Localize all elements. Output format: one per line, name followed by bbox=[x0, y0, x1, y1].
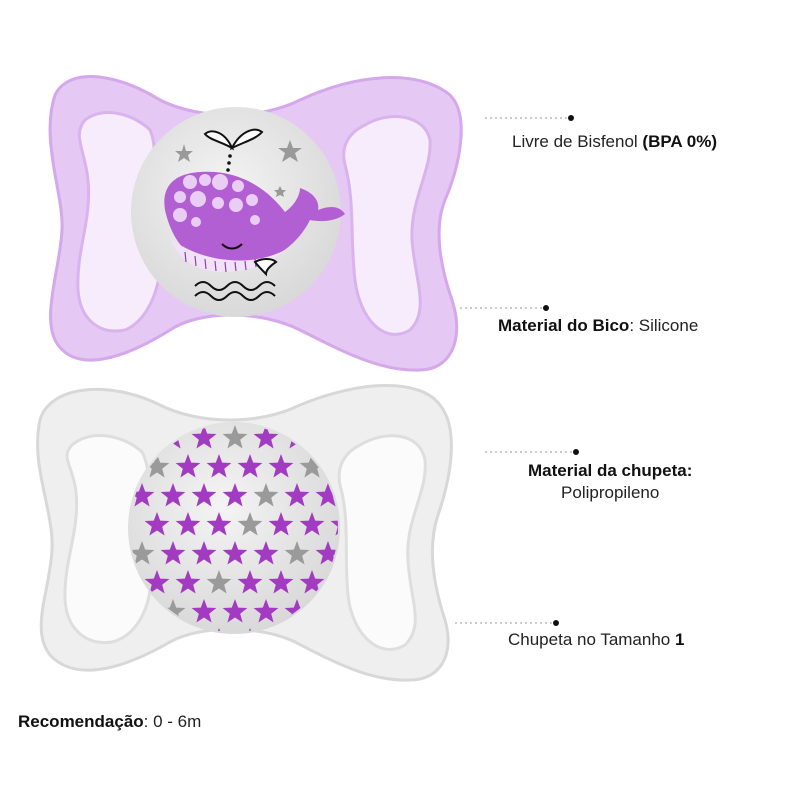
pattern-star-icon bbox=[191, 483, 217, 507]
pattern-star-icon bbox=[191, 425, 217, 449]
pattern-star-icon bbox=[191, 541, 217, 565]
feature-size-value: 1 bbox=[674, 630, 685, 649]
feature-bpa-value: (BPA 0%) bbox=[642, 132, 718, 151]
feature-nipple-value: : Silicone bbox=[629, 316, 699, 335]
pattern-star-icon bbox=[268, 570, 294, 594]
purple-shield-inner-left bbox=[76, 111, 163, 333]
pattern-star-icon bbox=[315, 541, 338, 565]
pattern-star-icon bbox=[175, 512, 201, 536]
feature-pacifier-material: Material da chupeta: Polipropileno bbox=[528, 460, 692, 504]
pattern-star-icon bbox=[222, 425, 248, 449]
pattern-star-icon bbox=[191, 599, 217, 623]
pattern-star-icon bbox=[160, 599, 186, 623]
feature-size: Chupeta no Tamanho 1 bbox=[508, 629, 684, 651]
pattern-star-icon bbox=[284, 483, 310, 507]
feature-nipple-key: Material do Bico bbox=[498, 316, 630, 335]
pattern-star-icon bbox=[175, 570, 201, 594]
recommendation-value: : 0 - 6m bbox=[143, 712, 202, 731]
pattern-star-icon bbox=[253, 541, 279, 565]
pacifier-purple bbox=[48, 75, 463, 372]
pattern-star-icon bbox=[160, 483, 186, 507]
pattern-star-icon bbox=[206, 454, 232, 478]
leader-dots bbox=[543, 115, 579, 626]
pattern-star-icon bbox=[130, 541, 155, 565]
pattern-star-icon bbox=[160, 541, 186, 565]
pattern-star-icon bbox=[253, 483, 279, 507]
pattern-star-icon bbox=[130, 483, 155, 507]
feature-bpa-key: Livre de Bisfenol bbox=[512, 132, 643, 151]
pattern-star-icon bbox=[222, 541, 248, 565]
pattern-star-icon bbox=[222, 599, 248, 623]
clear-shield-inner-right bbox=[337, 434, 427, 651]
whale-icon bbox=[164, 128, 345, 301]
feature-pacifier-key: Material da chupeta: bbox=[528, 461, 693, 480]
pattern-star-icon bbox=[237, 570, 263, 594]
pattern-star-icon bbox=[253, 599, 279, 623]
pattern-star-icon bbox=[299, 512, 325, 536]
leader-lines bbox=[455, 117, 575, 624]
pacifier-clear bbox=[36, 384, 453, 682]
purple-shield-inner-right bbox=[342, 115, 432, 336]
pattern-star-icon bbox=[315, 483, 338, 507]
pattern-star-icon bbox=[299, 570, 325, 594]
pattern-star-icon bbox=[299, 454, 325, 478]
feature-bpa-free: Livre de Bisfenol (BPA 0%) bbox=[512, 131, 717, 153]
pattern-star-icon bbox=[222, 483, 248, 507]
feature-size-key: Chupeta no Tamanho bbox=[508, 630, 675, 649]
deco-stars bbox=[175, 140, 302, 197]
feature-pacifier-value: Polipropileno bbox=[561, 483, 660, 502]
pattern-star-icon bbox=[268, 512, 294, 536]
pattern-star-icon bbox=[206, 570, 232, 594]
recommendation-key: Recomendação bbox=[18, 712, 144, 731]
pattern-star-icon bbox=[144, 454, 170, 478]
pattern-star-icon bbox=[237, 454, 263, 478]
pattern-star-icon bbox=[253, 425, 279, 449]
clear-shield-inner-left bbox=[63, 434, 153, 645]
recommendation: Recomendação: 0 - 6m bbox=[18, 711, 201, 733]
pattern-star-icon bbox=[284, 541, 310, 565]
pattern-star-icon bbox=[144, 512, 170, 536]
pattern-star-icon bbox=[206, 512, 232, 536]
feature-nipple-material: Material do Bico: Silicone bbox=[498, 315, 698, 337]
pattern-star-icon bbox=[175, 454, 201, 478]
pattern-star-icon bbox=[144, 570, 170, 594]
pattern-star-icon bbox=[237, 512, 263, 536]
pattern-star-icon bbox=[268, 454, 294, 478]
